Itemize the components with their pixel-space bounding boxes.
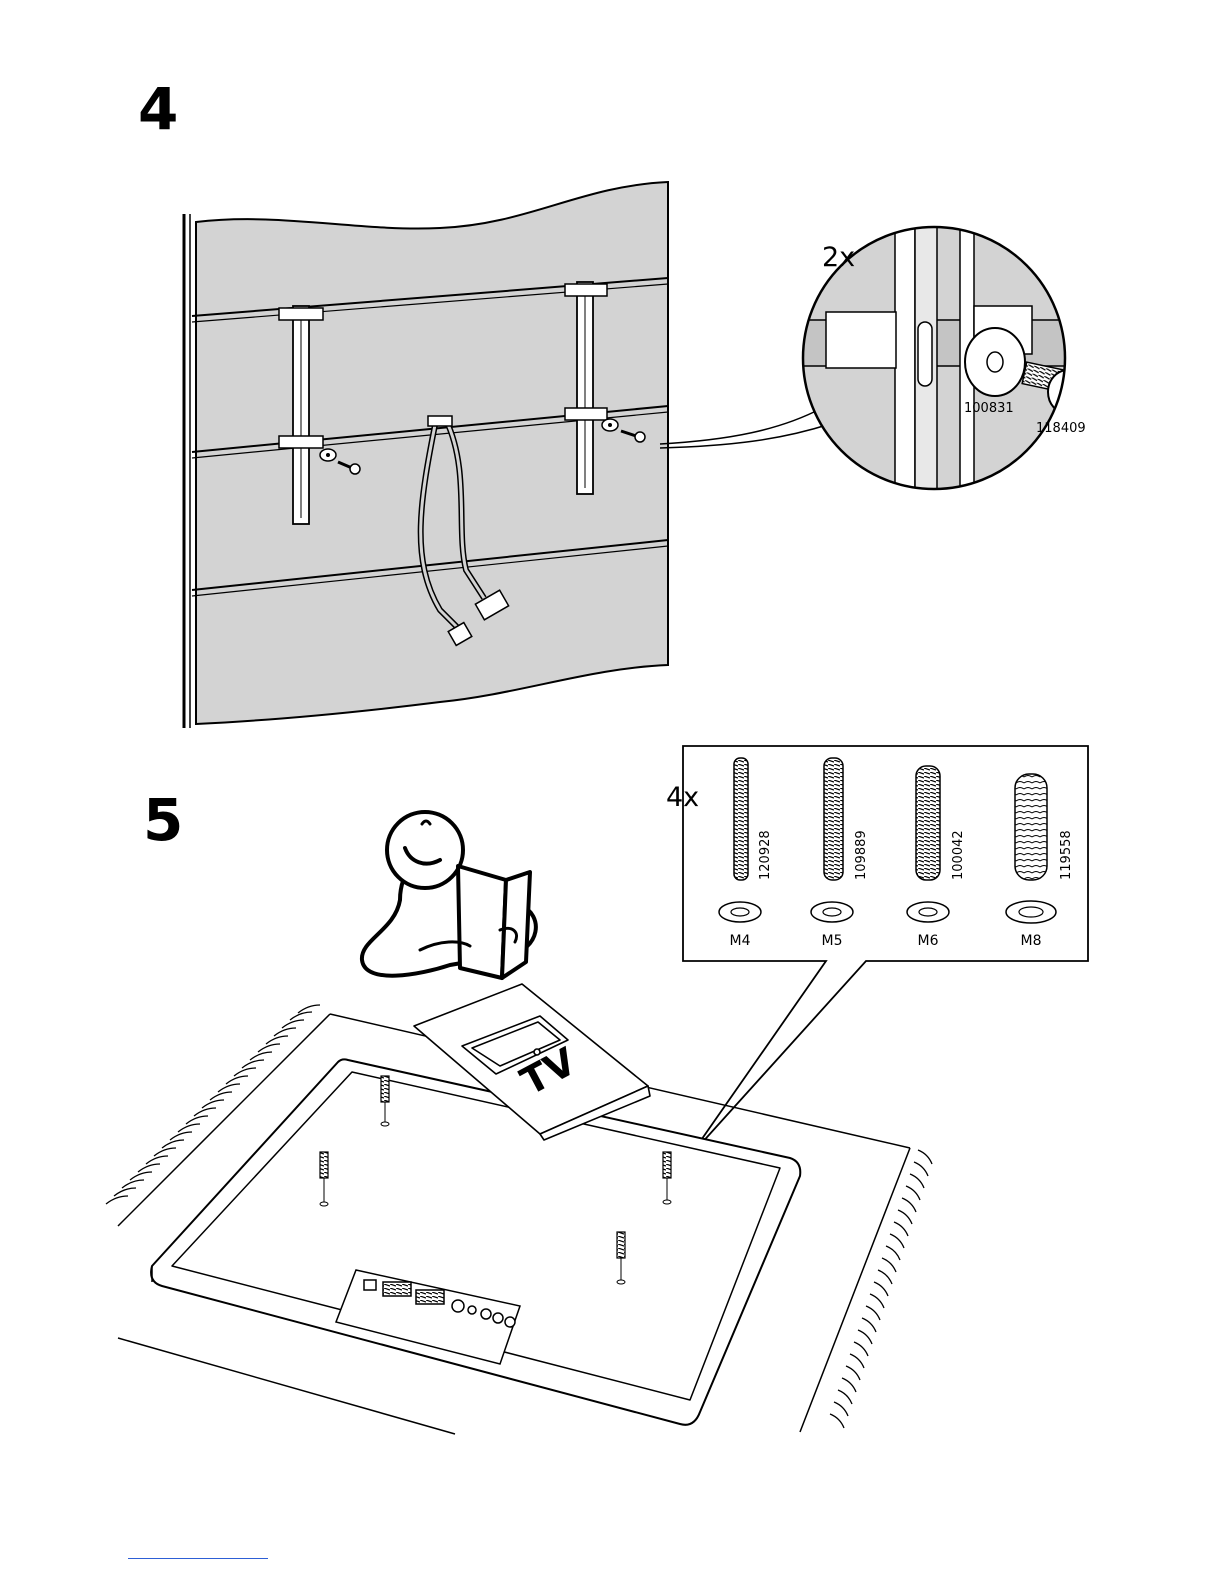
wall-panel — [184, 182, 668, 728]
blanket-fringe-right — [830, 1150, 932, 1428]
bolt-m8-part-number: 119558 — [1059, 830, 1074, 880]
bolt-m8-size: M8 — [1021, 933, 1042, 949]
bolt-m6-part-number: 100042 — [951, 830, 966, 880]
bolt-m6-size: M6 — [918, 933, 939, 949]
tv-back-panel — [151, 1059, 800, 1424]
screw-part-number: 118409 — [1036, 421, 1086, 436]
washer-part-number: 100831 — [964, 401, 1014, 416]
step-4-quantity: 2x — [822, 242, 855, 273]
bolt-m4-size: M4 — [730, 933, 751, 949]
zoom-leader-line — [660, 408, 822, 444]
footer-link-underline[interactable] — [128, 1557, 268, 1559]
bolt-m4-part-number: 120928 — [758, 830, 773, 880]
person-reading-manual-icon — [362, 812, 536, 978]
bolt-m5-size: M5 — [822, 933, 843, 949]
step-5-quantity: 4x — [666, 782, 699, 813]
bolt-m5-part-number: 109889 — [854, 830, 869, 880]
